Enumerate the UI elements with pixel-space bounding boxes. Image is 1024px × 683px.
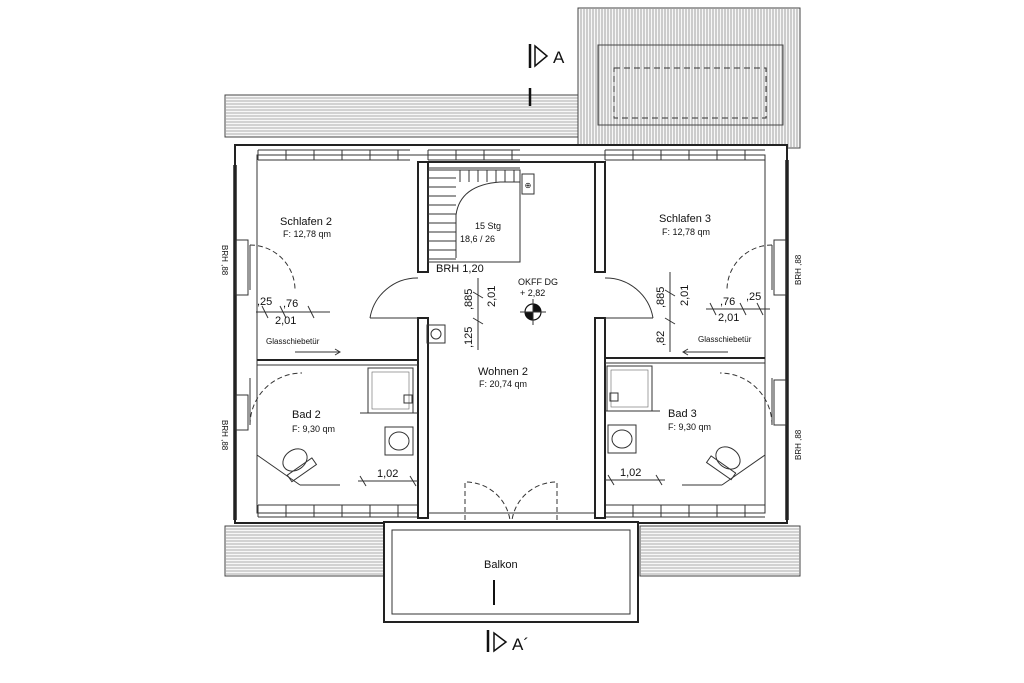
exterior-walls	[233, 144, 789, 524]
roof-hatching-bottom	[224, 525, 801, 577]
stair-steps-label: 15 Stg	[475, 221, 501, 231]
section-bottom-label: A´	[512, 635, 529, 654]
roof-hatching-top	[224, 7, 801, 149]
wohnen2-area: F: 20,74 qm	[479, 379, 527, 389]
dim-bad-left-102: 1,02	[377, 468, 398, 480]
bad2-area: F: 9,30 qm	[292, 424, 335, 434]
dim-left-76: ,76	[283, 298, 298, 310]
stair-ratio-label: 18,6 / 26	[460, 234, 495, 244]
brh-right-bottom: BRH ,88	[794, 429, 803, 460]
staircase: ⊕ 15 Stg 18,6 / 26 BRH 1,20	[427, 169, 535, 275]
schlafen2-area: F: 12,78 qm	[283, 229, 331, 239]
interior-walls	[257, 161, 765, 519]
brh-left-top: BRH ,88	[220, 245, 229, 276]
section-marker-bottom: A´	[486, 630, 529, 654]
dim-left-201: 2,01	[275, 315, 296, 327]
balcony: Balkon	[383, 521, 639, 623]
dim-right-885: ,885	[655, 287, 667, 308]
dim-center-201: 2,01	[486, 286, 498, 307]
doors	[249, 244, 773, 521]
bad2-name: Bad 2	[292, 409, 321, 421]
schlafen3-name: Schlafen 3	[659, 213, 711, 225]
bad3-name: Bad 3	[668, 408, 697, 420]
glass-door-right-label: Glasschiebetür	[698, 335, 752, 344]
okff-value: + 2,82	[520, 288, 545, 298]
dim-left-25: ,25	[257, 296, 272, 308]
okff-label: OKFF DG	[518, 277, 558, 287]
room-labels: Schlafen 2 F: 12,78 qm Schlafen 3 F: 12,…	[266, 213, 752, 434]
section-marker-top: A	[528, 44, 565, 106]
dimensions: ,25 ,76 2,01 ,76 ,25 2,01 ,885 2,01 ,125…	[256, 272, 770, 487]
dim-center-885: ,885	[463, 289, 475, 310]
dim-right-82: ,82	[655, 331, 667, 346]
bathroom-fixtures	[256, 324, 766, 486]
schlafen2-name: Schlafen 2	[280, 216, 332, 228]
dim-right-201v: 2,01	[679, 285, 691, 306]
height-marker-icon	[520, 299, 546, 325]
dim-bad-right-102: 1,02	[620, 467, 641, 479]
svg-text:⊕: ⊕	[525, 181, 532, 190]
schlafen3-area: F: 12,78 qm	[662, 227, 710, 237]
glass-door-left-label: Glasschiebetür	[266, 337, 320, 346]
bad3-area: F: 9,30 qm	[668, 422, 711, 432]
brh-label: BRH 1,20	[436, 263, 484, 275]
wohnen2-name: Wohnen 2	[478, 366, 528, 378]
dim-right-76: ,76	[720, 296, 735, 308]
dim-center-125: ,125	[463, 327, 475, 348]
section-top-label: A	[553, 48, 565, 67]
brh-right-top: BRH ,88	[794, 254, 803, 285]
dim-right-25: ,25	[746, 291, 761, 303]
balkon-label: Balkon	[484, 559, 518, 571]
brh-left-bottom: BRH ,88	[220, 420, 229, 451]
side-brh-labels: BRH ,88 BRH ,88 BRH ,88 BRH ,88	[220, 245, 803, 460]
dim-right-201: 2,01	[718, 312, 739, 324]
